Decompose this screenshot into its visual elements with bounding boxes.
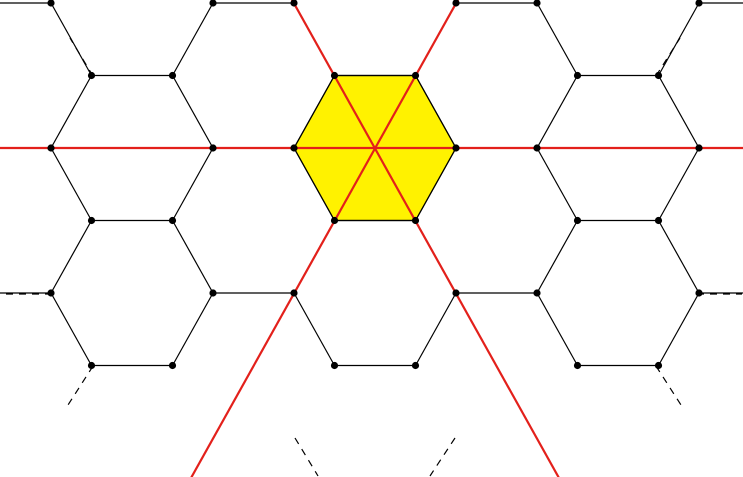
hexagon-edge — [50, 147, 93, 221]
vertex-dot — [209, 289, 217, 297]
vertex-dot — [411, 216, 420, 225]
hexagon-edge — [171, 292, 214, 366]
vertex-dot — [47, 289, 55, 297]
vertex-dot — [330, 216, 339, 225]
vertex-dot — [209, 0, 217, 7]
vertex-dot — [47, 0, 55, 7]
vertex-dot — [452, 144, 460, 152]
hexagon-edge — [536, 0, 540, 4]
symmetry-line — [290, 0, 560, 477]
hexagon-edge — [50, 0, 54, 4]
hexagon-edge — [171, 2, 214, 76]
vertex-dot — [47, 144, 55, 152]
vertex-dot — [168, 71, 177, 80]
hexagon-edge — [50, 220, 93, 294]
vertex-layer — [47, 0, 703, 370]
hexagon-edge — [657, 75, 700, 149]
hexagon-edge — [536, 220, 579, 294]
hexagon-edge — [50, 292, 93, 366]
vertex-dot — [573, 361, 582, 370]
vertex-dot — [452, 0, 460, 7]
vertex-dot — [573, 216, 582, 225]
hexagon-edge — [414, 147, 457, 221]
vertex-dot — [168, 216, 177, 225]
hexagon-edge — [293, 0, 297, 4]
hexagon-edge — [657, 220, 700, 294]
hexagon-edge — [536, 75, 579, 149]
dash-layer — [2, 37, 742, 477]
hexagon-edge — [171, 75, 214, 149]
hexagon-edge — [536, 292, 579, 366]
hexagon-edge — [293, 75, 336, 149]
vertex-dot — [87, 361, 96, 370]
hexagon-edge — [293, 292, 336, 366]
hexagon-edge — [171, 220, 214, 294]
hexagon-edge — [657, 292, 700, 366]
vertex-dot — [290, 144, 298, 152]
vertex-dot — [695, 289, 703, 297]
symmetry-line — [190, 0, 460, 477]
vertex-dot — [533, 289, 541, 297]
vertex-dot — [695, 0, 703, 7]
vertex-dot — [168, 361, 177, 370]
vertex-dot — [654, 361, 663, 370]
vertex-dot — [695, 144, 703, 152]
continuation-dash — [67, 365, 94, 406]
vertex-dot — [533, 0, 541, 7]
hexagon-edge — [696, 0, 700, 4]
hexagon-edge — [453, 0, 457, 4]
vertex-dot — [411, 71, 420, 80]
vertex-dot — [452, 289, 460, 297]
vertex-dot — [290, 0, 298, 7]
vertex-dot — [209, 144, 217, 152]
vertex-dot — [411, 361, 420, 370]
vertex-dot — [573, 71, 582, 80]
hexagon-edge — [536, 147, 579, 221]
hexagon-edge — [293, 147, 336, 221]
continuation-dash — [655, 365, 682, 406]
hexagon-edge — [536, 2, 579, 76]
vertex-dot — [330, 361, 339, 370]
hexagon-edge — [657, 147, 700, 221]
vertex-dot — [533, 144, 541, 152]
continuation-dash — [294, 437, 319, 477]
vertex-dot — [290, 289, 298, 297]
hexagon-edge — [171, 147, 214, 221]
vertex-dot — [654, 216, 663, 225]
continuation-dash — [429, 437, 456, 477]
hexagon-edge — [414, 75, 457, 149]
vertex-dot — [87, 71, 96, 80]
vertex-dot — [330, 71, 339, 80]
vertex-dot — [654, 71, 663, 80]
vertex-dot — [87, 216, 96, 225]
hexagon-edge — [210, 0, 214, 4]
hexagon-edge — [50, 75, 93, 149]
hexagon-edge — [414, 292, 457, 366]
